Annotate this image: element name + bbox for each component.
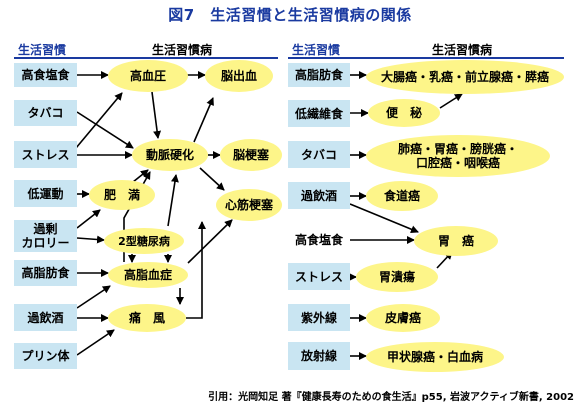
left-habit-salt: 高食塩食 [14, 63, 77, 87]
arrow-hyperlipidemia-to-mi [187, 219, 233, 264]
left-habit-excess-calorie: 過剰 カロリー [14, 220, 77, 252]
disease-arteriosclerosis: 動脈硬化 [132, 139, 208, 171]
right-habit-uv: 紫外線 [288, 304, 350, 331]
disease-gastric-ulcer: 胃潰瘍 [356, 262, 438, 292]
arrow-gout-to-mi [186, 221, 206, 319]
left-header-rule [14, 57, 278, 59]
left-habit-header: 生活習慣 [18, 43, 67, 57]
right-habit-tobacco: タバコ [288, 141, 350, 168]
arrow-purine-to-gout [76, 329, 115, 356]
left-habit-stress: ストレス [14, 141, 77, 168]
left-habit-tobacco: タバコ [14, 100, 77, 126]
disease-lung-stomach-bladder-oral-throat-cancer: 肺癌・胃癌・膀胱癌・ 口腔癌・咽喉癌 [366, 135, 550, 177]
left-habit-purine: プリン体 [14, 343, 77, 369]
disease-type2-diabetes: 2型糖尿病 [104, 228, 184, 254]
disease-constipation: 便 秘 [368, 99, 440, 127]
left-disease-header: 生活習慣病 [152, 43, 213, 57]
right-habit-salt: 高食塩食 [294, 233, 343, 247]
arrow-calorie-to-diabetes [76, 235, 105, 244]
right-habit-header: 生活習慣 [292, 43, 341, 57]
right-header-rule [288, 57, 564, 59]
left-habit-fat: 高脂肪食 [14, 260, 77, 286]
disease-myocardial-infarction: 心筋梗塞 [216, 189, 282, 221]
citation-footer: 引用：光岡知足 著『健康長寿のための食生活』p55, 岩波アクティブ新書, 20… [208, 392, 574, 403]
arrow-hypertension-to-arteriosclerosis [151, 91, 162, 139]
disease-hypertension: 高血圧 [108, 60, 188, 92]
disease-obesity: 肥 満 [89, 180, 155, 210]
disease-esophageal-cancer: 食道癌 [366, 181, 438, 211]
disease-skin-cancer: 皮膚癌 [366, 304, 440, 332]
arrow-diabetes-to-arteriosclerosis [167, 174, 179, 227]
right-disease-header: 生活習慣病 [432, 43, 493, 57]
right-habit-stress: ストレス [288, 263, 350, 290]
right-habit-low-fiber: 低繊維食 [288, 100, 350, 127]
right-habit-fat: 高脂肪食 [288, 63, 350, 87]
left-habit-alcohol: 過飲酒 [14, 304, 77, 331]
arrow-calorie-to-obesity [76, 209, 101, 229]
arrow-arteriosclerosis-to-mi [199, 167, 225, 191]
disease-cerebral-infarction: 脳梗塞 [220, 139, 282, 171]
arrow-alcohol-to-hyperlipidemia [76, 285, 111, 309]
arrow-constipation-to-cancers [439, 93, 463, 109]
arrow-stress-to-hypertension [75, 92, 123, 149]
disease-cerebral-hemorrhage: 脳出血 [205, 60, 273, 92]
left-habit-low-exercise: 低運動 [14, 180, 77, 207]
right-habit-alcohol: 過飲酒 [288, 182, 350, 209]
disease-colon-breast-prostate-pancreas-cancer: 大腸癌・乳癌・前立腺癌・膵癌 [366, 60, 564, 94]
disease-thyroid-cancer-leukemia: 甲状腺癌・白血病 [366, 342, 504, 372]
arrow-ralcohol-to-stomach [349, 203, 419, 234]
disease-hyperlipidemia: 高脂血症 [108, 262, 188, 288]
disease-gout: 痛 風 [108, 304, 186, 332]
right-habit-radiation: 放射線 [288, 342, 350, 370]
diagram-title: 図7 生活習慣と生活習慣病の関係 [168, 6, 412, 24]
arrow-tobacco-to-arteriosclerosis [76, 111, 134, 149]
arrow-arteriosclerosis-to-hemorrhage [193, 97, 214, 143]
disease-stomach-cancer: 胃 癌 [414, 226, 498, 256]
